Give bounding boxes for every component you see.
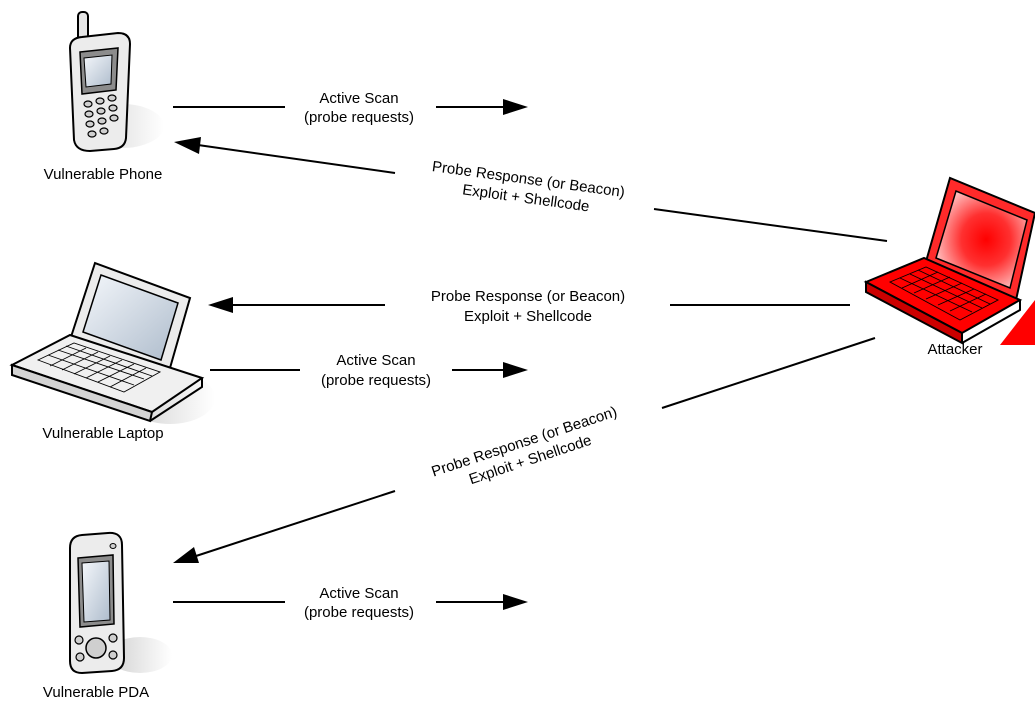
response-label-line1: Probe Response (or Beacon): [431, 288, 625, 305]
scan-label-line1: Active Scan: [319, 585, 398, 602]
response-label-pda: Probe Response (or Beacon) Exploit + She…: [429, 403, 619, 488]
scan-label-laptop: Active Scan (probe requests): [321, 352, 431, 389]
laptop-icon: [9, 261, 215, 424]
scan-arrow-pda: [173, 594, 528, 610]
response-arrow-phone: [174, 137, 888, 242]
attacker-label: Attacker: [927, 341, 982, 358]
response-arrow-pda: [173, 337, 876, 563]
scan-label-pda: Active Scan (probe requests): [304, 585, 414, 621]
scan-label-line1: Active Scan: [319, 90, 398, 107]
phone-label: Vulnerable Phone: [44, 166, 163, 183]
response-arrow-laptop: [208, 297, 850, 313]
phone-icon: [68, 11, 164, 153]
response-label-phone: Probe Response (or Beacon) Exploit + She…: [431, 158, 626, 215]
attacker-laptop-icon: [863, 176, 1035, 345]
scan-arrow-laptop: [210, 362, 528, 378]
scan-label-phone: Active Scan (probe requests): [304, 90, 414, 126]
pda-label: Vulnerable PDA: [43, 684, 149, 701]
response-label-line2: Exploit + Shellcode: [464, 308, 592, 325]
scan-arrow-phone: [173, 99, 528, 115]
scan-label-line1: Active Scan: [336, 352, 415, 369]
scan-label-line2: (probe requests): [304, 109, 414, 126]
connectors: [173, 99, 888, 610]
response-label-laptop: Probe Response (or Beacon) Exploit + She…: [431, 288, 625, 325]
pda-icon: [69, 531, 172, 675]
scan-label-line2: (probe requests): [321, 372, 431, 389]
scan-label-line2: (probe requests): [304, 604, 414, 621]
laptop-label: Vulnerable Laptop: [42, 425, 163, 442]
